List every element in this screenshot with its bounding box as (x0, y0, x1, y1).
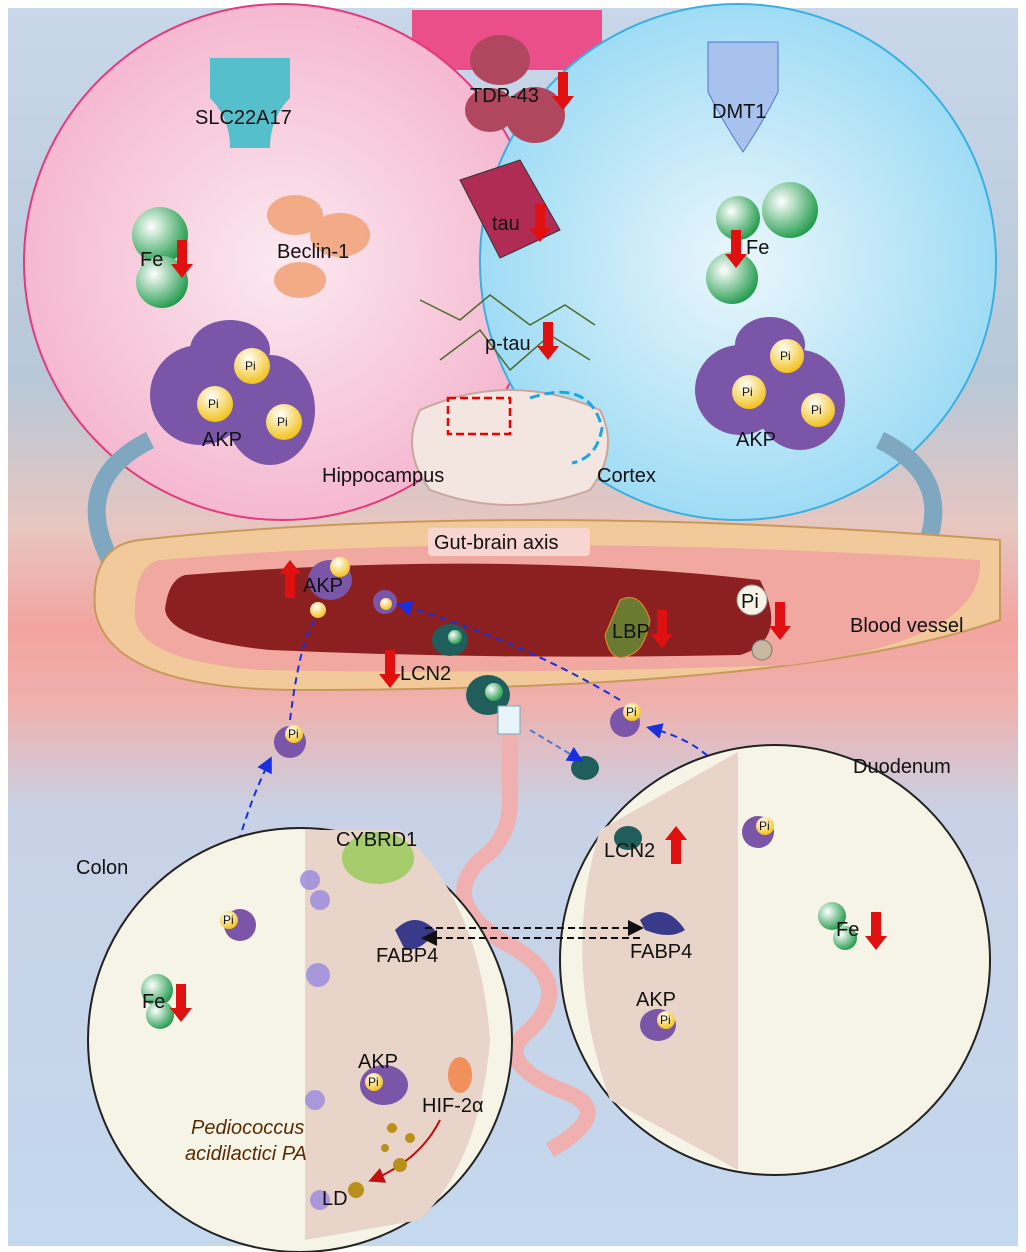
pi-label: Pi (741, 591, 759, 613)
cybrd1-icon (342, 832, 414, 884)
beclin1-icon (267, 195, 370, 298)
tdp43-icon (465, 35, 565, 143)
duodenum-panel: LCN2 FABP4 Pi Fe AKP Pi (559, 744, 991, 1176)
cortex-panel: DMT1 Fe Pi Pi Pi AKP (479, 3, 997, 521)
pi-label: Pi (368, 1075, 379, 1089)
pi-label: Pi (277, 415, 288, 429)
fe-label: Fe (142, 991, 165, 1013)
hippocampus-label: Hippocampus (322, 465, 444, 487)
hippocampus-marker (446, 396, 512, 436)
fe-label: Fe (140, 249, 163, 271)
curved-arrow-left-icon (87, 431, 155, 565)
lcn2-label: LCN2 (400, 663, 451, 685)
fabp4-icon (640, 912, 685, 935)
lbp-label: LBP (612, 621, 650, 643)
pi-label: Pi (245, 359, 256, 373)
akp-label: AKP (303, 575, 343, 597)
fe-icon (132, 207, 188, 263)
akp-label: AKP (636, 989, 676, 1011)
pi-icon (234, 348, 270, 384)
bacteria-label: acidilactici PA (185, 1143, 307, 1165)
pi-label: Pi (811, 403, 822, 417)
dmt1-label: DMT1 (712, 101, 766, 123)
akp-label: AKP (202, 429, 242, 451)
p-tau-tangle-icon (419, 294, 596, 372)
pi-label: Pi (208, 397, 219, 411)
duodenum-label: Duodenum (853, 756, 951, 778)
dmt1-transporter-icon (707, 41, 779, 153)
pi-icon (736, 584, 768, 616)
p-tau-label: p-tau (485, 333, 531, 355)
colon-label: Colon (76, 857, 128, 879)
fe-label: Fe (746, 237, 769, 259)
bacteria-label: Pediococcus (191, 1117, 304, 1139)
brain-slice-icon (411, 389, 609, 506)
intestine-icon (456, 730, 596, 1157)
pi-label: Pi (223, 913, 234, 927)
akp-label: AKP (736, 429, 776, 451)
pi-label: Pi (742, 385, 753, 399)
fabp4-label: FABP4 (376, 945, 438, 967)
pi-label: Pi (288, 727, 299, 741)
pi-label: Pi (626, 705, 637, 719)
fe-icon (141, 974, 173, 1006)
beclin1-label: Beclin-1 (277, 241, 349, 263)
bacteria-cluster-icon (300, 870, 330, 1210)
lcn2-label: LCN2 (604, 840, 655, 862)
slc22a17-label: SLC22A17 (195, 107, 292, 129)
lcn2-icon (614, 826, 642, 850)
fe-icon (818, 902, 846, 930)
hif2a-icon (448, 1057, 472, 1093)
cortex-marker (529, 390, 604, 465)
akp-label: AKP (358, 1051, 398, 1073)
vessel-connector (497, 705, 521, 735)
gut-brain-axis-label-background (428, 528, 590, 556)
lbp-icon (604, 597, 651, 658)
fe-icon (762, 182, 818, 238)
colon-panel: CYBRD1 FABP4 Pi Fe Pi AKP HIF-2α LD Pedi… (87, 827, 513, 1252)
pi-label: Pi (759, 819, 770, 833)
fe-label: Fe (836, 919, 859, 941)
akp-icon (695, 317, 845, 450)
gut-brain-axis-label: Gut-brain axis (434, 532, 559, 554)
pi-label: Pi (660, 1013, 671, 1027)
cortex-label: Cortex (597, 465, 656, 487)
tau-label: tau (492, 213, 520, 235)
cybrd1-label: CYBRD1 (336, 829, 417, 851)
hif2a-label: HIF-2α (422, 1095, 484, 1117)
fabp4-label: FABP4 (630, 941, 692, 963)
ld-label: LD (322, 1188, 348, 1210)
tdp43-label: TDP-43 (470, 85, 539, 107)
slc22a17-transporter-icon (210, 58, 290, 148)
lipid-droplet-icon (348, 1123, 415, 1198)
hippocampus-panel: SLC22A17 Fe Beclin-1 Pi Pi Pi AKP (23, 3, 541, 521)
pi-label: Pi (780, 349, 791, 363)
blood-vessel-label: Blood vessel (850, 615, 963, 637)
